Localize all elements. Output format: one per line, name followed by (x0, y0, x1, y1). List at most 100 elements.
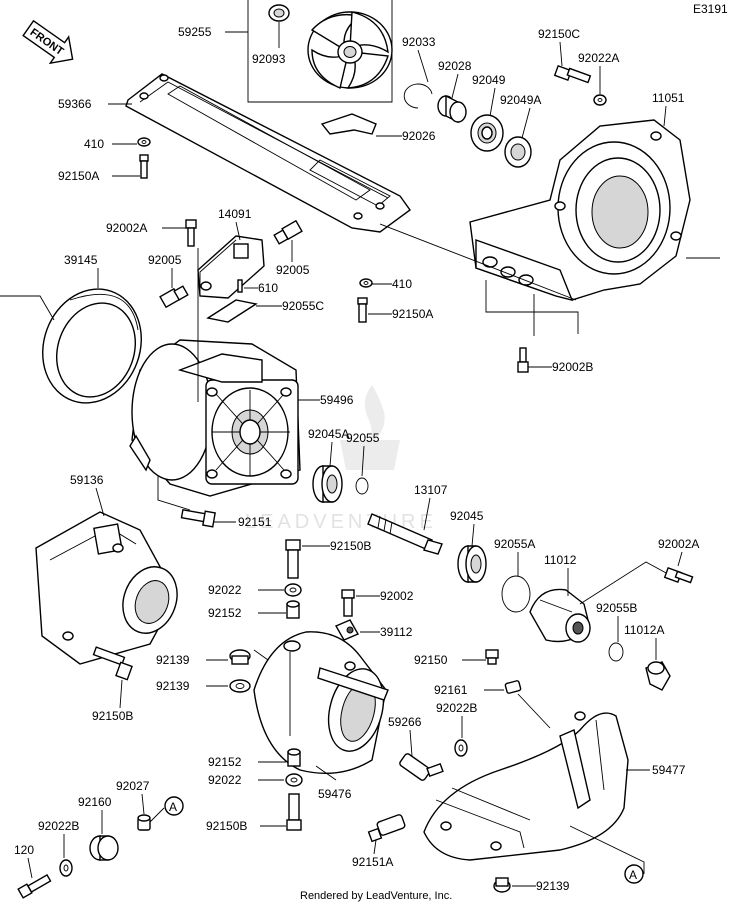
label-92150B-bottom: 92150B (206, 819, 247, 833)
bolt-92150B-left (92, 646, 133, 681)
pin-610 (237, 279, 243, 293)
label-11012A: 11012A (624, 623, 664, 637)
bolt-92002A-top (185, 219, 197, 247)
label-92152-top: 92152 (208, 606, 242, 620)
label-92005-right: 92005 (276, 263, 310, 277)
callout-letter-left: A (169, 800, 177, 814)
plate-92026 (320, 113, 377, 135)
label-92150A-top: 92150A (58, 169, 99, 183)
label-410-top: 410 (84, 137, 104, 151)
label-92055C: 92055C (282, 299, 324, 313)
collar-92028 (437, 94, 467, 124)
label-92139-upper: 92139 (156, 653, 190, 667)
seal-92049A (504, 136, 532, 168)
front-arrow-icon: FRONT (22, 19, 74, 65)
bolt-92150A-top (139, 154, 149, 179)
label-92022B-right: 92022B (436, 701, 477, 715)
nipple-92005-right (273, 219, 303, 245)
callout-a-right: A (569, 825, 645, 884)
nozzle-59136 (35, 511, 178, 665)
reverse-bucket-59477 (423, 711, 629, 861)
bolt-92002A-right (663, 567, 694, 584)
label-92026: 92026 (402, 129, 436, 143)
collar-92160 (89, 835, 119, 861)
oring-92055A (501, 575, 531, 613)
circlip-92033 (403, 83, 433, 109)
washer-410-top (137, 137, 151, 147)
label-92150B-left: 92150B (92, 709, 133, 723)
label-59255: 59255 (178, 25, 212, 39)
label-92093: 92093 (252, 52, 286, 66)
label-59266: 59266 (388, 715, 422, 729)
gasket-92055C (206, 299, 258, 323)
washer-92022-top (284, 583, 302, 597)
label-92002B: 92002B (552, 360, 593, 374)
diagram-code: E3191 (693, 2, 728, 16)
callout-a-left: A (149, 796, 184, 823)
bushing-92139-lower (229, 679, 251, 693)
steering-nozzle-59476 (253, 631, 389, 775)
bushing-92139-upper (229, 649, 251, 665)
washer-92022-bottom (285, 773, 303, 787)
label-410-mid: 410 (392, 277, 412, 291)
callout-letter-right: A (629, 868, 637, 882)
label-92022B-left: 92022B (38, 819, 79, 833)
label-92139-bottom: 92139 (536, 879, 570, 893)
label-11012: 11012 (544, 553, 577, 567)
label-59496: 59496 (320, 393, 354, 407)
impeller (307, 11, 393, 89)
label-92161: 92161 (434, 683, 468, 697)
bearing-92045 (457, 545, 487, 583)
label-92150B-top: 92150B (330, 539, 371, 553)
label-610: 610 (258, 281, 278, 295)
label-59366: 59366 (58, 97, 92, 111)
cap-92161 (504, 680, 522, 694)
label-92151: 92151 (238, 515, 272, 529)
label-92152-bottom: 92152 (208, 755, 242, 769)
washer-92022B-left (59, 859, 73, 877)
label-92033: 92033 (402, 35, 436, 49)
label-120: 120 (14, 843, 34, 857)
pump-body-59496 (129, 339, 301, 497)
bearing-92049 (470, 114, 504, 152)
label-92055: 92055 (346, 431, 380, 445)
washer-410-mid (359, 278, 373, 288)
pump-case-11051 (469, 119, 691, 302)
label-39112: 39112 (380, 625, 413, 639)
label-59136: 59136 (70, 473, 104, 487)
label-92055B: 92055B (596, 601, 637, 615)
fitting-59266 (399, 753, 444, 781)
label-11051: 11051 (652, 91, 685, 105)
bolt-92150B-bottom (286, 793, 302, 831)
footer-credit: Rendered by LeadVenture, Inc. (300, 890, 452, 902)
bolt-92150B-top (285, 539, 301, 579)
label-92002A-right: 92002A (658, 537, 699, 551)
label-59476: 59476 (318, 787, 352, 801)
label-92150A-mid: 92150A (392, 307, 433, 321)
impeller-group (225, 0, 393, 103)
bolt-92150 (485, 649, 499, 665)
label-59477: 59477 (652, 763, 686, 777)
bolt-92150A-mid (357, 297, 368, 323)
label-92002: 92002 (380, 589, 414, 603)
ring-39145 (42, 288, 142, 404)
label-92139-lower: 92139 (156, 679, 190, 693)
label-92002A-top: 92002A (106, 221, 147, 235)
washer-92022A-top (593, 94, 607, 106)
bearing-92045A (312, 465, 343, 503)
lever-39112 (335, 619, 359, 641)
label-92022-bottom: 92022 (208, 773, 242, 787)
oring-92055B (608, 642, 624, 662)
label-92049: 92049 (472, 73, 506, 87)
label-92022-top: 92022 (208, 583, 242, 597)
label-92055A: 92055A (494, 537, 535, 551)
manifold-14091 (197, 235, 265, 299)
bolt-120 (17, 873, 52, 899)
label-92160: 92160 (78, 795, 112, 809)
label-92045A: 92045A (308, 427, 349, 441)
label-92028: 92028 (438, 59, 472, 73)
collar-92152-bottom (287, 748, 301, 767)
cap-11012 (529, 588, 591, 643)
